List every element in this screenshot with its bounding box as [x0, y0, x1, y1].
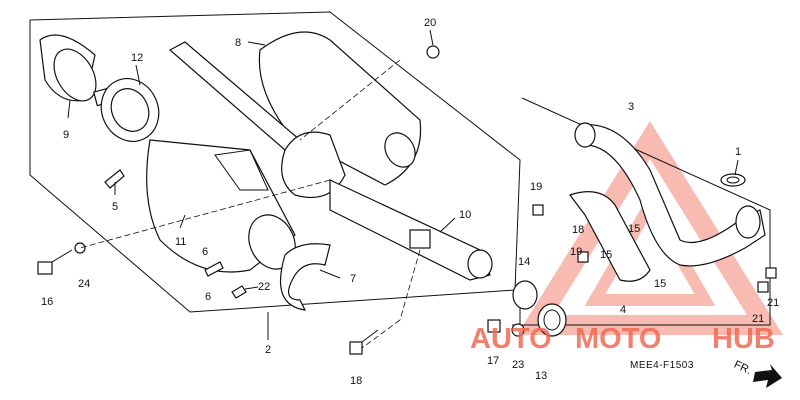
exhaust-pipe: [329, 179, 493, 281]
callout-10: 10: [459, 209, 471, 221]
front-direction-arrow: FR.: [732, 359, 782, 388]
callout-numbers: 1 2 3 4 5 6 6 7 8 9 10 11 12 13 14 15 15…: [41, 17, 779, 387]
callout-15a: 15: [628, 223, 640, 235]
callout-6a: 6: [202, 246, 208, 258]
bolts: [37, 169, 777, 355]
watermark-part1: AUTO: [470, 323, 552, 355]
watermark-part2: MOTO: [575, 323, 661, 355]
callout-7: 7: [350, 273, 356, 285]
callout-14: 14: [518, 256, 530, 268]
callout-9: 9: [63, 129, 69, 141]
callout-11: 11: [175, 236, 186, 248]
callout-3: 3: [628, 101, 634, 113]
callout-4: 4: [620, 304, 626, 316]
callout-24: 24: [78, 278, 90, 290]
callout-2: 2: [265, 344, 271, 356]
header-pipe: [574, 122, 766, 267]
muffler-body: [146, 139, 296, 273]
silencer-cover: [258, 31, 422, 186]
end-cap-gasket: [100, 78, 160, 142]
callout-16: 16: [41, 296, 53, 308]
front-label: FR.: [732, 359, 753, 377]
callout-15c: 15: [600, 249, 612, 261]
callout-17: 17: [487, 355, 499, 367]
callout-23: 23: [512, 359, 524, 371]
callout-13: 13: [535, 370, 547, 382]
diagram-code: MEE4-F1503: [630, 360, 694, 371]
callout-6b: 6: [205, 291, 211, 303]
washer-24: [74, 242, 86, 254]
exhaust-bracket: [569, 191, 651, 282]
watermark-logo: AUTO MOTO HUB: [470, 323, 775, 355]
washer-23: [511, 323, 525, 337]
joint-clamp: [537, 303, 567, 337]
joint-gasket: [512, 280, 538, 310]
callout-18a: 18: [350, 375, 362, 387]
callout-18b: 18: [572, 224, 584, 236]
callout-8: 8: [235, 37, 241, 49]
callout-15b: 15: [654, 278, 666, 290]
callout-12: 12: [131, 52, 143, 64]
callout-20: 20: [424, 17, 436, 29]
callout-21b: 21: [767, 297, 779, 309]
washer-20: [426, 45, 440, 59]
leader-lines: [67, 29, 739, 349]
callout-21a: 21: [752, 313, 764, 325]
callout-22: 22: [258, 281, 270, 293]
callout-19b: 19: [570, 246, 582, 258]
watermark-part3: HUB: [712, 323, 775, 355]
exhaust-gasket: [720, 173, 746, 187]
callout-5: 5: [112, 201, 118, 213]
muffler-band: [279, 243, 331, 311]
callout-1: 1: [735, 146, 741, 158]
silencer-section: [281, 131, 346, 199]
callout-19a: 19: [530, 181, 542, 193]
